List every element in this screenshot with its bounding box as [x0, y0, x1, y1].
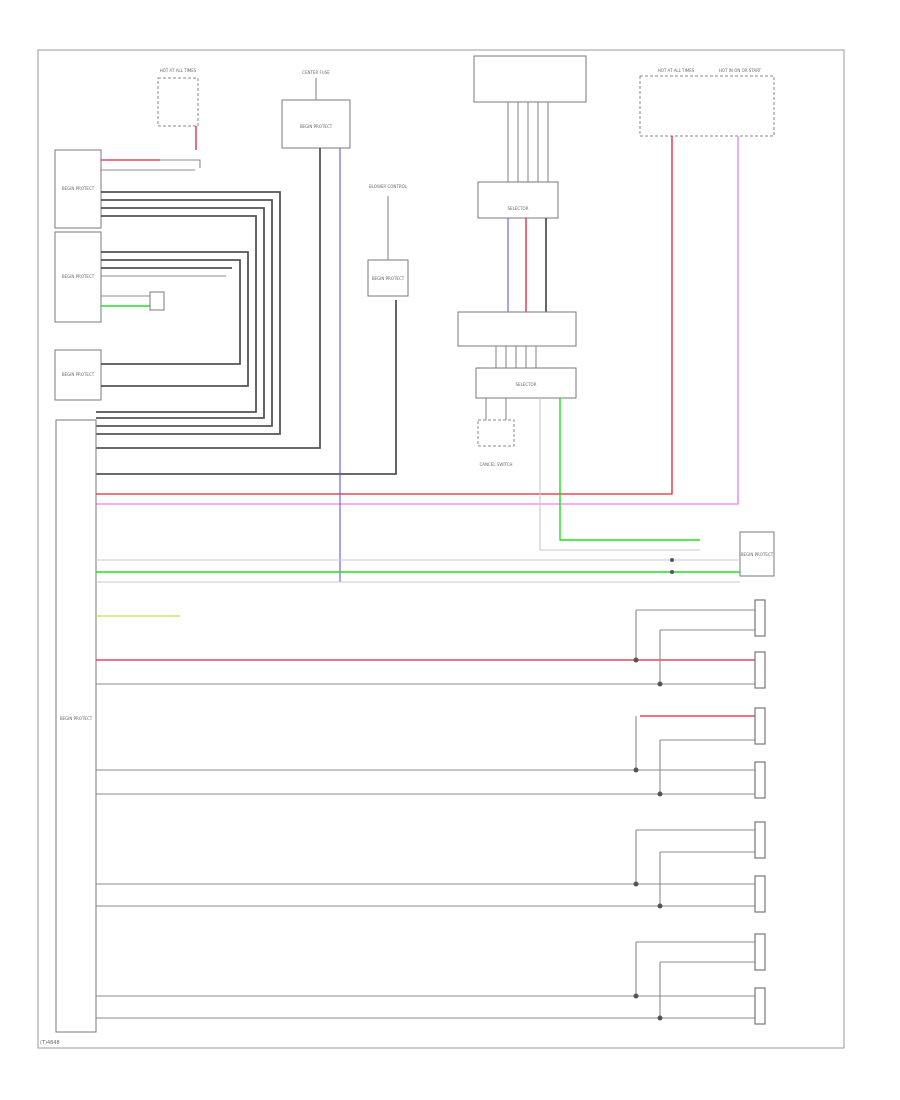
relay-right — [739, 531, 775, 577]
module-left-mid-label: BEGIN PROTECT — [62, 274, 95, 279]
module-left-upper-label: BEGIN PROTECT — [62, 186, 95, 191]
center-fuse-label: CENTER FUSE — [302, 70, 330, 75]
speaker-icon — [754, 821, 766, 859]
center-wire-bundle — [507, 102, 549, 182]
module-left-upper — [54, 149, 102, 229]
speaker-icon — [754, 651, 766, 689]
fuse-right-b: HOT IN ON OR START — [719, 68, 762, 73]
fuse-label: HOT AT ALL TIMES — [160, 68, 197, 73]
left-harness — [96, 148, 397, 475]
blower-module-label: BEGIN PROTECT — [372, 276, 405, 281]
module-left-low-label: BEGIN PROTECT — [62, 372, 95, 377]
radio-unit-label: BEGIN PROTECT — [60, 716, 93, 721]
splice-dots — [633, 558, 674, 1021]
center-block — [473, 55, 587, 103]
fuse-box-right — [639, 75, 775, 137]
speaker-icon — [754, 933, 766, 971]
module-left-low — [54, 349, 102, 401]
cancel-switch — [477, 419, 515, 447]
speaker-icon — [754, 987, 766, 1025]
relay-right-label: BEGIN PROTECT — [741, 552, 774, 557]
blower-module — [367, 259, 409, 297]
speaker-icon — [754, 707, 766, 745]
switch-small — [149, 291, 165, 311]
selector-top-label: SELECTOR — [508, 206, 529, 211]
speaker-wiring — [96, 609, 755, 1019]
cancel-switch-label: CANCEL SWITCH — [479, 462, 512, 467]
page-label: (T)4848 — [40, 1040, 60, 1046]
speakers — [754, 599, 766, 1025]
blower-label: BLOWER CONTROL — [369, 184, 408, 189]
selector-top — [477, 181, 559, 219]
module-left-mid — [54, 231, 102, 323]
speaker-icon — [754, 875, 766, 913]
selector-bottom-label: SELECTOR — [516, 382, 537, 387]
selector-bottom — [475, 367, 577, 399]
speaker-icon — [754, 599, 766, 637]
speaker-icon — [754, 761, 766, 799]
diagram-frame — [37, 49, 845, 1049]
connector-pins — [495, 346, 537, 368]
fuse-right-a: HOT AT ALL TIMES — [658, 68, 695, 73]
connector-bar — [457, 311, 577, 347]
radio-unit — [55, 419, 97, 1033]
module-label: BEGIN PROTECT — [300, 124, 333, 129]
fuse-box-top-left — [157, 77, 199, 127]
